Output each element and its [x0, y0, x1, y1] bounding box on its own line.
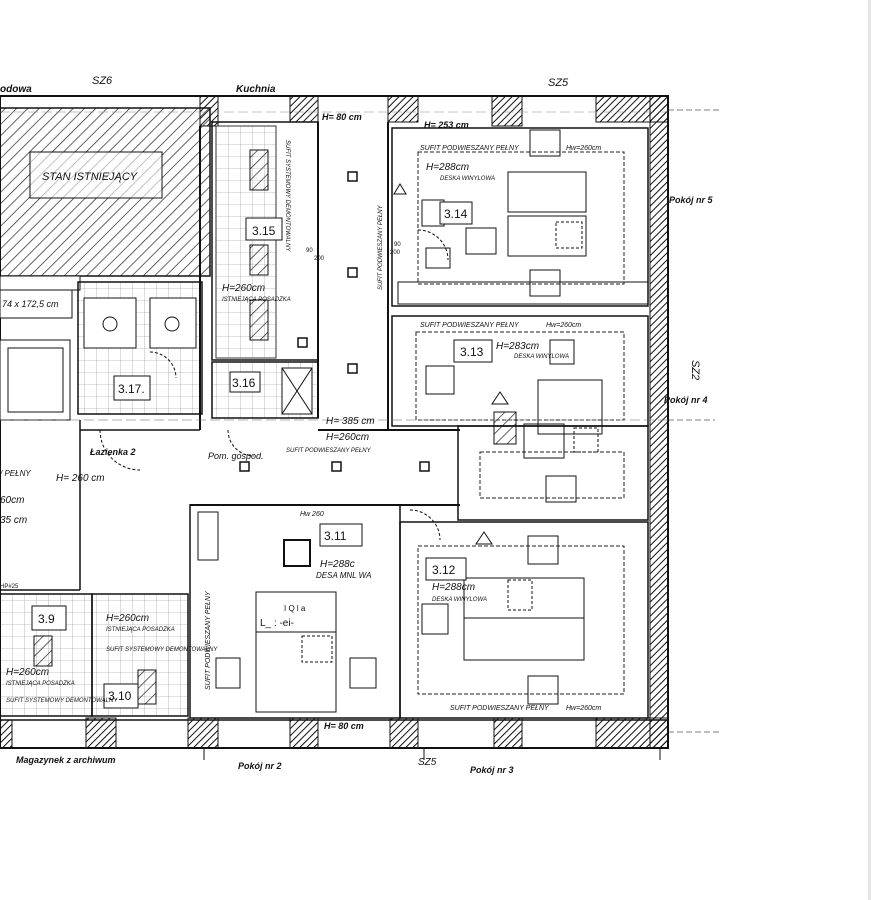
door-dim-3: 90 — [394, 242, 401, 248]
room-3-13-hw: Hw=260cm — [546, 322, 581, 329]
corridor-vert-ceiling: SUFIT PODWIESZANY PEŁNY — [378, 204, 384, 290]
room-3-14-height: H=288cm — [426, 162, 469, 173]
left-h: H= 260 cm — [56, 473, 105, 484]
room-3-10-id: 3.10 — [108, 689, 132, 703]
axis-sz6: SZ6 — [92, 75, 113, 87]
label-room4: Pokój nr 4 — [664, 395, 708, 405]
label-kitchen: Kuchnia — [236, 84, 276, 95]
room-3-9-ceiling: SUFIT SYSTEMOWY DEMONTOWALNY — [106, 647, 218, 653]
room2-note2: L_ : -ei- — [260, 618, 294, 629]
room-3-12-height: H=288cm — [432, 582, 475, 593]
left-h3: 35 cm — [0, 515, 27, 526]
room-3-11-height: H=288c — [320, 559, 355, 570]
room-3-9-height: H=260cm — [106, 613, 149, 624]
corridor-h1: H= 385 cm — [326, 416, 375, 427]
room-3-11-id: 3.11 — [324, 529, 347, 543]
room-3-16-id: 3.16 — [232, 376, 256, 390]
room-3-13-height: H=283cm — [496, 341, 539, 352]
room-3-12-ceiling: SUFIT PODWIESZANY PEŁNY — [450, 705, 550, 712]
door-dim-2: 200 — [314, 256, 325, 262]
room-3-13-ceiling: SUFIT PODWIESZANY PEŁNY — [420, 322, 520, 329]
label-room5: Pokój nr 5 — [669, 195, 714, 205]
room-3-15-height: H=260cm — [222, 283, 265, 294]
room-3-15-ceiling: SUFIT SYSTEMOWY DEMONTOWALNY — [284, 140, 290, 252]
room-3-14-floor: DESKA WINYLOWA — [440, 176, 495, 182]
room-3-10-ceiling: SUFIT SYSTEMOWY DEMONTOWALNY — [6, 698, 118, 704]
room-3-14-id: 3.14 — [444, 207, 468, 221]
label-room2: Pokój nr 2 — [238, 761, 282, 771]
room-3-11-floor: DESA MNL WA — [316, 571, 371, 580]
room-3-9-floor: ISTNIEJĄCA POSADZKA — [106, 627, 175, 633]
room-3-12-id: 3.12 — [432, 563, 456, 577]
axis-sz2: SZ2 — [689, 360, 701, 380]
room-3-15-floor: ISTNIEJĄCA POSADZKA — [222, 297, 291, 303]
left-door: HP#25 — [0, 584, 19, 590]
room-3-14-ceiling: SUFIT PODWIESZANY PEŁNY — [420, 145, 520, 152]
label-left-cut: odowa — [0, 84, 32, 95]
room-3-9-id: 3.9 — [38, 612, 55, 626]
room-3-10-height: H=260cm — [6, 667, 49, 678]
axis-sz5-top: SZ5 — [548, 77, 569, 89]
label-bathroom: Łazienka 2 — [89, 447, 136, 457]
room2-ceiling: SUFIT PODWIESZANY PEŁNY — [205, 590, 212, 690]
corridor-ceiling: SUFIT PODWIESZANY PEŁNY — [286, 448, 372, 454]
room2-note: I Q l a — [284, 604, 306, 613]
room-3-17-id: 3.17. — [118, 382, 145, 396]
right-edge — [868, 0, 871, 900]
label-archive: Magazynek z archiwum — [16, 755, 116, 765]
beam-bottom: H= 80 cm — [324, 721, 364, 731]
room-3-11-hw: Hw 260 — [300, 511, 324, 518]
existing-state-label: STAN ISTNIEJĄCY — [42, 171, 138, 183]
room-3-10-floor: ISTNIEJĄCA POSADZKA — [6, 681, 75, 687]
room-3-12-hw: Hw=260cm — [566, 705, 601, 712]
room-3-15-id: 3.15 — [252, 224, 276, 238]
beam-top: H= 80 cm — [322, 112, 362, 122]
corridor-h2: H=260cm — [326, 432, 369, 443]
room-3-12-floor: DESKA WINYLOWA — [432, 597, 487, 603]
existing-dim: 74 x 172,5 cm — [2, 299, 59, 309]
room-3-14-hw: Hw=260cm — [566, 145, 601, 152]
door-dim-4: 200 — [390, 250, 401, 256]
room-3-13-id: 3.13 — [460, 345, 484, 359]
beam-top2: H= 253 cm — [424, 120, 469, 130]
room-3-13-floor: DESKA WINYLOWA — [514, 354, 569, 360]
axis-sz5-bottom: SZ5 — [418, 757, 437, 768]
label-room3: Pokój nr 3 — [470, 765, 514, 775]
left-h2: 60cm — [0, 495, 24, 506]
door-dim-1: 90 — [306, 248, 313, 254]
left-ceiling: / PEŁNY — [0, 469, 31, 478]
label-utility: Pom. gospod. — [208, 451, 264, 461]
